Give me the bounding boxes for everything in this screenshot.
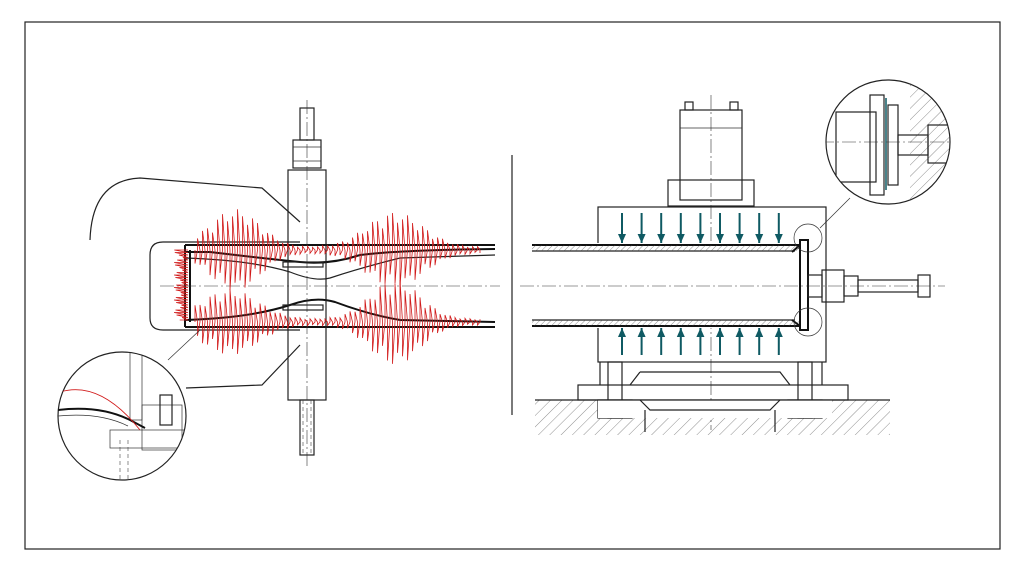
pressure-arrow-up (637, 328, 646, 355)
stress-distribution-bottom (194, 279, 481, 364)
detail-view-right (825, 79, 951, 205)
pressure-arrow-down (657, 213, 666, 243)
pressure-arrow-down (676, 213, 685, 243)
detail-leader-left (167, 329, 201, 361)
stress-distribution-top (194, 209, 481, 291)
pressure-arrow-up (676, 328, 685, 355)
pressure-arrow-down (755, 213, 764, 243)
detail-leader-right (819, 197, 851, 229)
right-view-press (520, 95, 945, 435)
stress-distribution-end (173, 249, 189, 321)
leader-line-lower (185, 344, 301, 389)
pressure-arrow-up (657, 328, 666, 355)
pressure-arrow-down (774, 213, 783, 243)
left-view-tube-bulging (89, 100, 500, 468)
pressure-arrow-up (618, 328, 626, 355)
pressure-arrow-up (696, 328, 705, 355)
pressure-arrow-down (696, 213, 705, 243)
pressure-arrow-down (637, 213, 646, 243)
pressure-arrow-down (735, 213, 744, 243)
base-plate (577, 384, 849, 401)
tube-wall-top-inner (184, 254, 496, 280)
pressure-arrow-up (735, 328, 744, 355)
pressure-fitting (807, 269, 931, 303)
pressure-arrow-up (716, 328, 724, 355)
tension-bolt (282, 100, 327, 468)
detail-view-left (57, 351, 187, 481)
leader-arc (89, 177, 301, 241)
drawing-frame (24, 21, 1001, 550)
pressure-arrow-down (716, 213, 724, 243)
pressure-arrow-up (774, 328, 783, 355)
pressure-arrow-down (618, 213, 626, 243)
pressure-arrow-up (755, 328, 764, 355)
tube-end-seal (791, 239, 809, 331)
